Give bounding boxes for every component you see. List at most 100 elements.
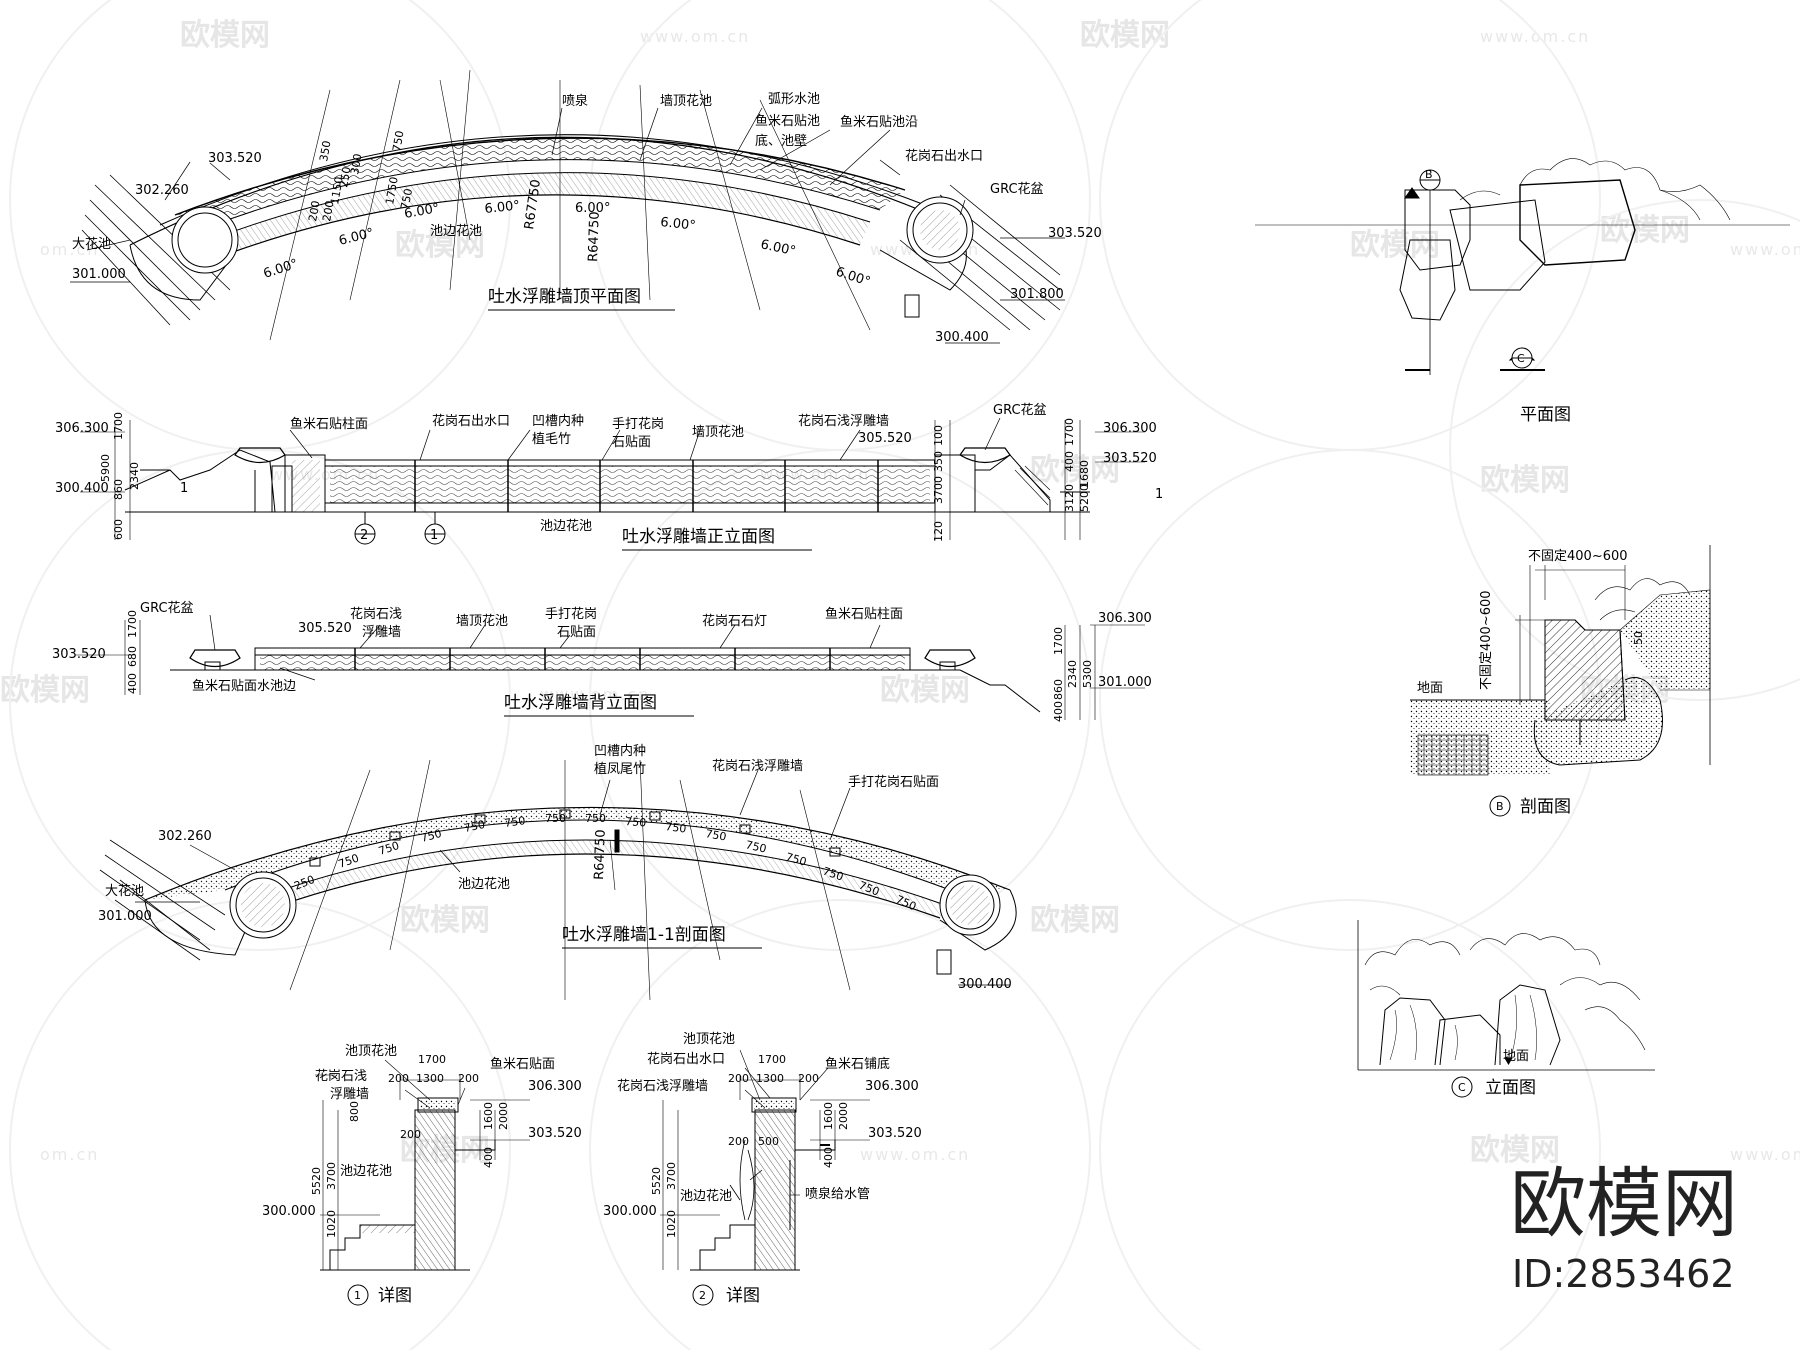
dim-label: 1700: [112, 412, 125, 440]
watermark-circle: [1099, 899, 1601, 1350]
plan-view-annotations: B C 平面图: [1425, 168, 1571, 425]
elevation-303520-right: 303.520: [1048, 226, 1102, 241]
watermark-url: www.om.cn: [860, 1145, 970, 1164]
label-fern-bamboo: 植凤尾竹: [594, 762, 646, 777]
elevation-c-drawing: [1357, 920, 1655, 1098]
dim-label: 750: [390, 130, 406, 153]
watermark-brand: 欧模网: [1600, 213, 1690, 248]
title-detail-1: 详图: [378, 1286, 412, 1306]
dim-label: 200: [306, 200, 322, 223]
label-pebble-base: 鱼米石铺底: [825, 1056, 890, 1072]
dim-label: 750: [545, 812, 566, 825]
label-pool-top-planter: 池顶花池: [345, 1043, 397, 1059]
watermark-url: om.cn: [40, 1145, 99, 1164]
label-groove-plant: 凹槽内种: [594, 743, 646, 759]
watermark-url: www.om.cn: [540, 685, 650, 704]
detail-2-annotations: 池顶花池 花岗石出水口 鱼米石铺底 花岗石浅浮雕墙 喷泉给水管 池边花池 306…: [603, 1031, 922, 1306]
label-arc-pool: 弧形水池: [768, 92, 820, 107]
label-pebble-column: 鱼米石贴柱面: [825, 606, 903, 622]
title-top-plan: 吐水浮雕墙顶平面图: [488, 287, 641, 307]
section-1-1-drawing: [99, 759, 1017, 1001]
dim-label: 750: [821, 865, 845, 884]
dim-label: 750: [463, 818, 486, 835]
watermark-url: www.om.cn: [1480, 27, 1590, 46]
watermark-url: om.cn: [40, 240, 99, 259]
label-grc-planter: GRC花盆: [993, 402, 1047, 418]
label-pool-bottom-wall: 底、池壁: [755, 133, 807, 149]
dim-label: 350: [932, 451, 945, 472]
watermark-brand: 欧模网: [880, 673, 970, 708]
dim-label: 200: [458, 1072, 479, 1085]
label-relief-wall: 花岗石浅浮雕墙: [617, 1078, 708, 1094]
back-elevation-annotations: GRC花盆 花岗石浅 浮雕墙 墙顶花池 手打花岗 石贴面 花岗石石灯 鱼米石贴柱…: [52, 600, 1152, 722]
section-mark-b: B: [1496, 800, 1504, 813]
dim-label: 1600: [822, 1102, 835, 1130]
dim-label: 750: [625, 815, 647, 829]
top-plan-drawing: [70, 69, 1065, 344]
elevation-300400: 300.400: [935, 330, 989, 345]
section-cut-1-right: 1: [1155, 487, 1163, 502]
elevation-306300: 306.300: [865, 1079, 919, 1094]
dim-label: 400: [1052, 701, 1065, 722]
elevation-306300: 306.300: [1098, 611, 1152, 626]
dim-label: 800: [348, 1101, 361, 1122]
brand-block: 欧模网 ID:2853462: [1510, 1159, 1738, 1296]
title-elevation-c: 立面图: [1485, 1078, 1536, 1098]
elevation-300400: 300.400: [55, 481, 109, 496]
label-variable-width: 不固定400~600: [1528, 549, 1628, 564]
dim-label: 250: [337, 166, 353, 189]
dim-label: 200: [320, 200, 336, 223]
brand-name: 欧模网: [1510, 1159, 1738, 1248]
angle-label: 6.00°: [660, 215, 697, 234]
elevation-301800: 301.800: [1010, 287, 1064, 302]
watermark-brand: 欧模网: [1350, 228, 1440, 263]
label-granite-relief: 花岗石浅: [315, 1068, 367, 1084]
label-hand-granite: 手打花岗: [545, 606, 597, 622]
section-mark-b: B: [1425, 168, 1433, 181]
dim-label: 750: [419, 827, 443, 845]
label-poolside-planter: 池边花池: [680, 1188, 732, 1204]
dim-label: 3700: [665, 1162, 678, 1190]
label-stone-face: 石贴面: [612, 435, 651, 450]
front-elevation-annotations: 鱼米石贴柱面 花岗石出水口 凹槽内种 植毛竹 手打花岗 石贴面 墙顶花池 花岗石…: [55, 402, 1163, 551]
elevation-305520: 305.520: [858, 431, 912, 446]
dim-label: 750: [585, 812, 606, 825]
elevation-303520: 303.520: [52, 647, 106, 662]
label-relief-wall: 花岗石浅浮雕墙: [712, 758, 803, 774]
watermark-brand: 欧模网: [180, 18, 270, 53]
dim-label: 2000: [837, 1102, 850, 1130]
label-wall-top-planter: 墙顶花池: [692, 424, 744, 440]
watermark-brand: 欧模网: [1080, 18, 1170, 53]
radius-label: R64750: [592, 829, 609, 880]
label-poolside-planter: 池边花池: [340, 1163, 392, 1179]
dim-label: 400: [1063, 451, 1076, 472]
elevation-300000: 300.000: [262, 1204, 316, 1219]
watermark-circle: [1449, 199, 1800, 701]
label-pool-top-planter: 池顶花池: [683, 1031, 735, 1047]
dim-label: 3700: [932, 476, 945, 504]
elevation-301000: 301.000: [1098, 675, 1152, 690]
label-relief-wall: 花岗石浅浮雕墙: [798, 413, 889, 429]
dim-label: 350: [317, 140, 333, 163]
label-wall-top-planter: 墙顶花池: [660, 93, 712, 109]
dim-label: 750: [665, 820, 687, 835]
dim-label: 50: [1632, 631, 1645, 645]
dim-label: 400: [482, 1147, 495, 1168]
watermark-url: www.om.cn: [1730, 1145, 1800, 1164]
dim-label: 5900: [99, 454, 112, 482]
label-groove-plant: 凹槽内种: [532, 413, 584, 429]
label-poolside-planter: 池边花池: [458, 876, 510, 892]
label-fountain: 喷泉: [562, 93, 588, 109]
dim-label: 5300: [1081, 660, 1094, 688]
dim-label: 120: [932, 521, 945, 542]
dim-label: 1020: [665, 1210, 678, 1238]
label-grc-planter: GRC花盆: [990, 181, 1044, 197]
watermark-brand: 欧模网: [400, 903, 490, 938]
watermark-brand: 欧模网: [395, 228, 485, 263]
angle-label: 6.00°: [262, 257, 300, 282]
dim-label: 400: [126, 673, 139, 694]
dim-label: 750: [504, 814, 527, 830]
radius-label: R64750: [586, 211, 603, 262]
dim-label: 680: [126, 646, 139, 667]
